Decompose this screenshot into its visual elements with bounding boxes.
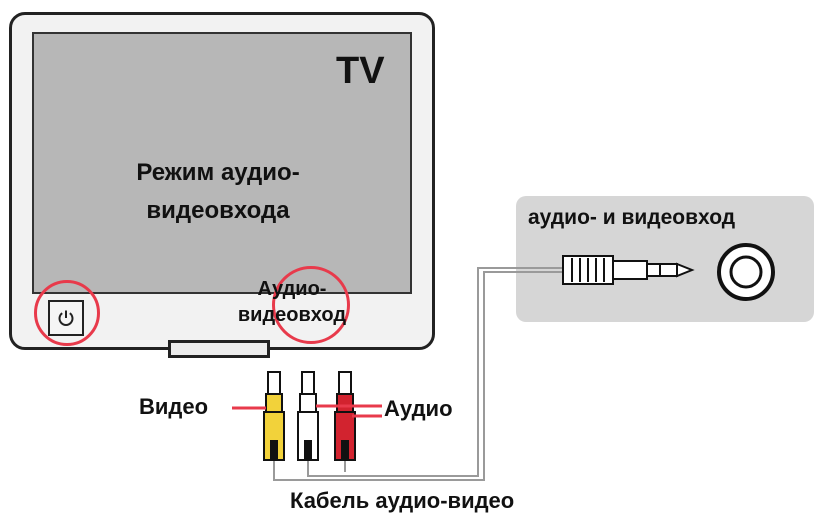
av-input-highlight	[272, 266, 350, 344]
video-label: Видео	[139, 394, 209, 419]
av-cable	[273, 267, 562, 481]
av-input-label: Аудио- видеовход	[237, 278, 347, 326]
audio-plug-red-icon	[334, 371, 356, 461]
av-cable-label: Кабель аудио-видео	[290, 488, 515, 513]
tv-label: TV	[336, 50, 385, 92]
power-button-highlight	[34, 280, 100, 346]
tv-stand	[168, 340, 270, 358]
av-jack-plug-icon	[562, 255, 695, 285]
video-plug-yellow-icon	[263, 371, 285, 461]
tv-screen	[32, 32, 412, 294]
audio-label: Аудио	[384, 396, 453, 421]
av-mode-text: Режим аудио- видеовхода	[136, 159, 300, 224]
audio-plug-white-icon	[297, 371, 319, 461]
av-socket-icon	[717, 243, 775, 301]
label-leaders	[232, 404, 382, 418]
camera-av-label: аудио- и видеовход	[528, 206, 736, 229]
